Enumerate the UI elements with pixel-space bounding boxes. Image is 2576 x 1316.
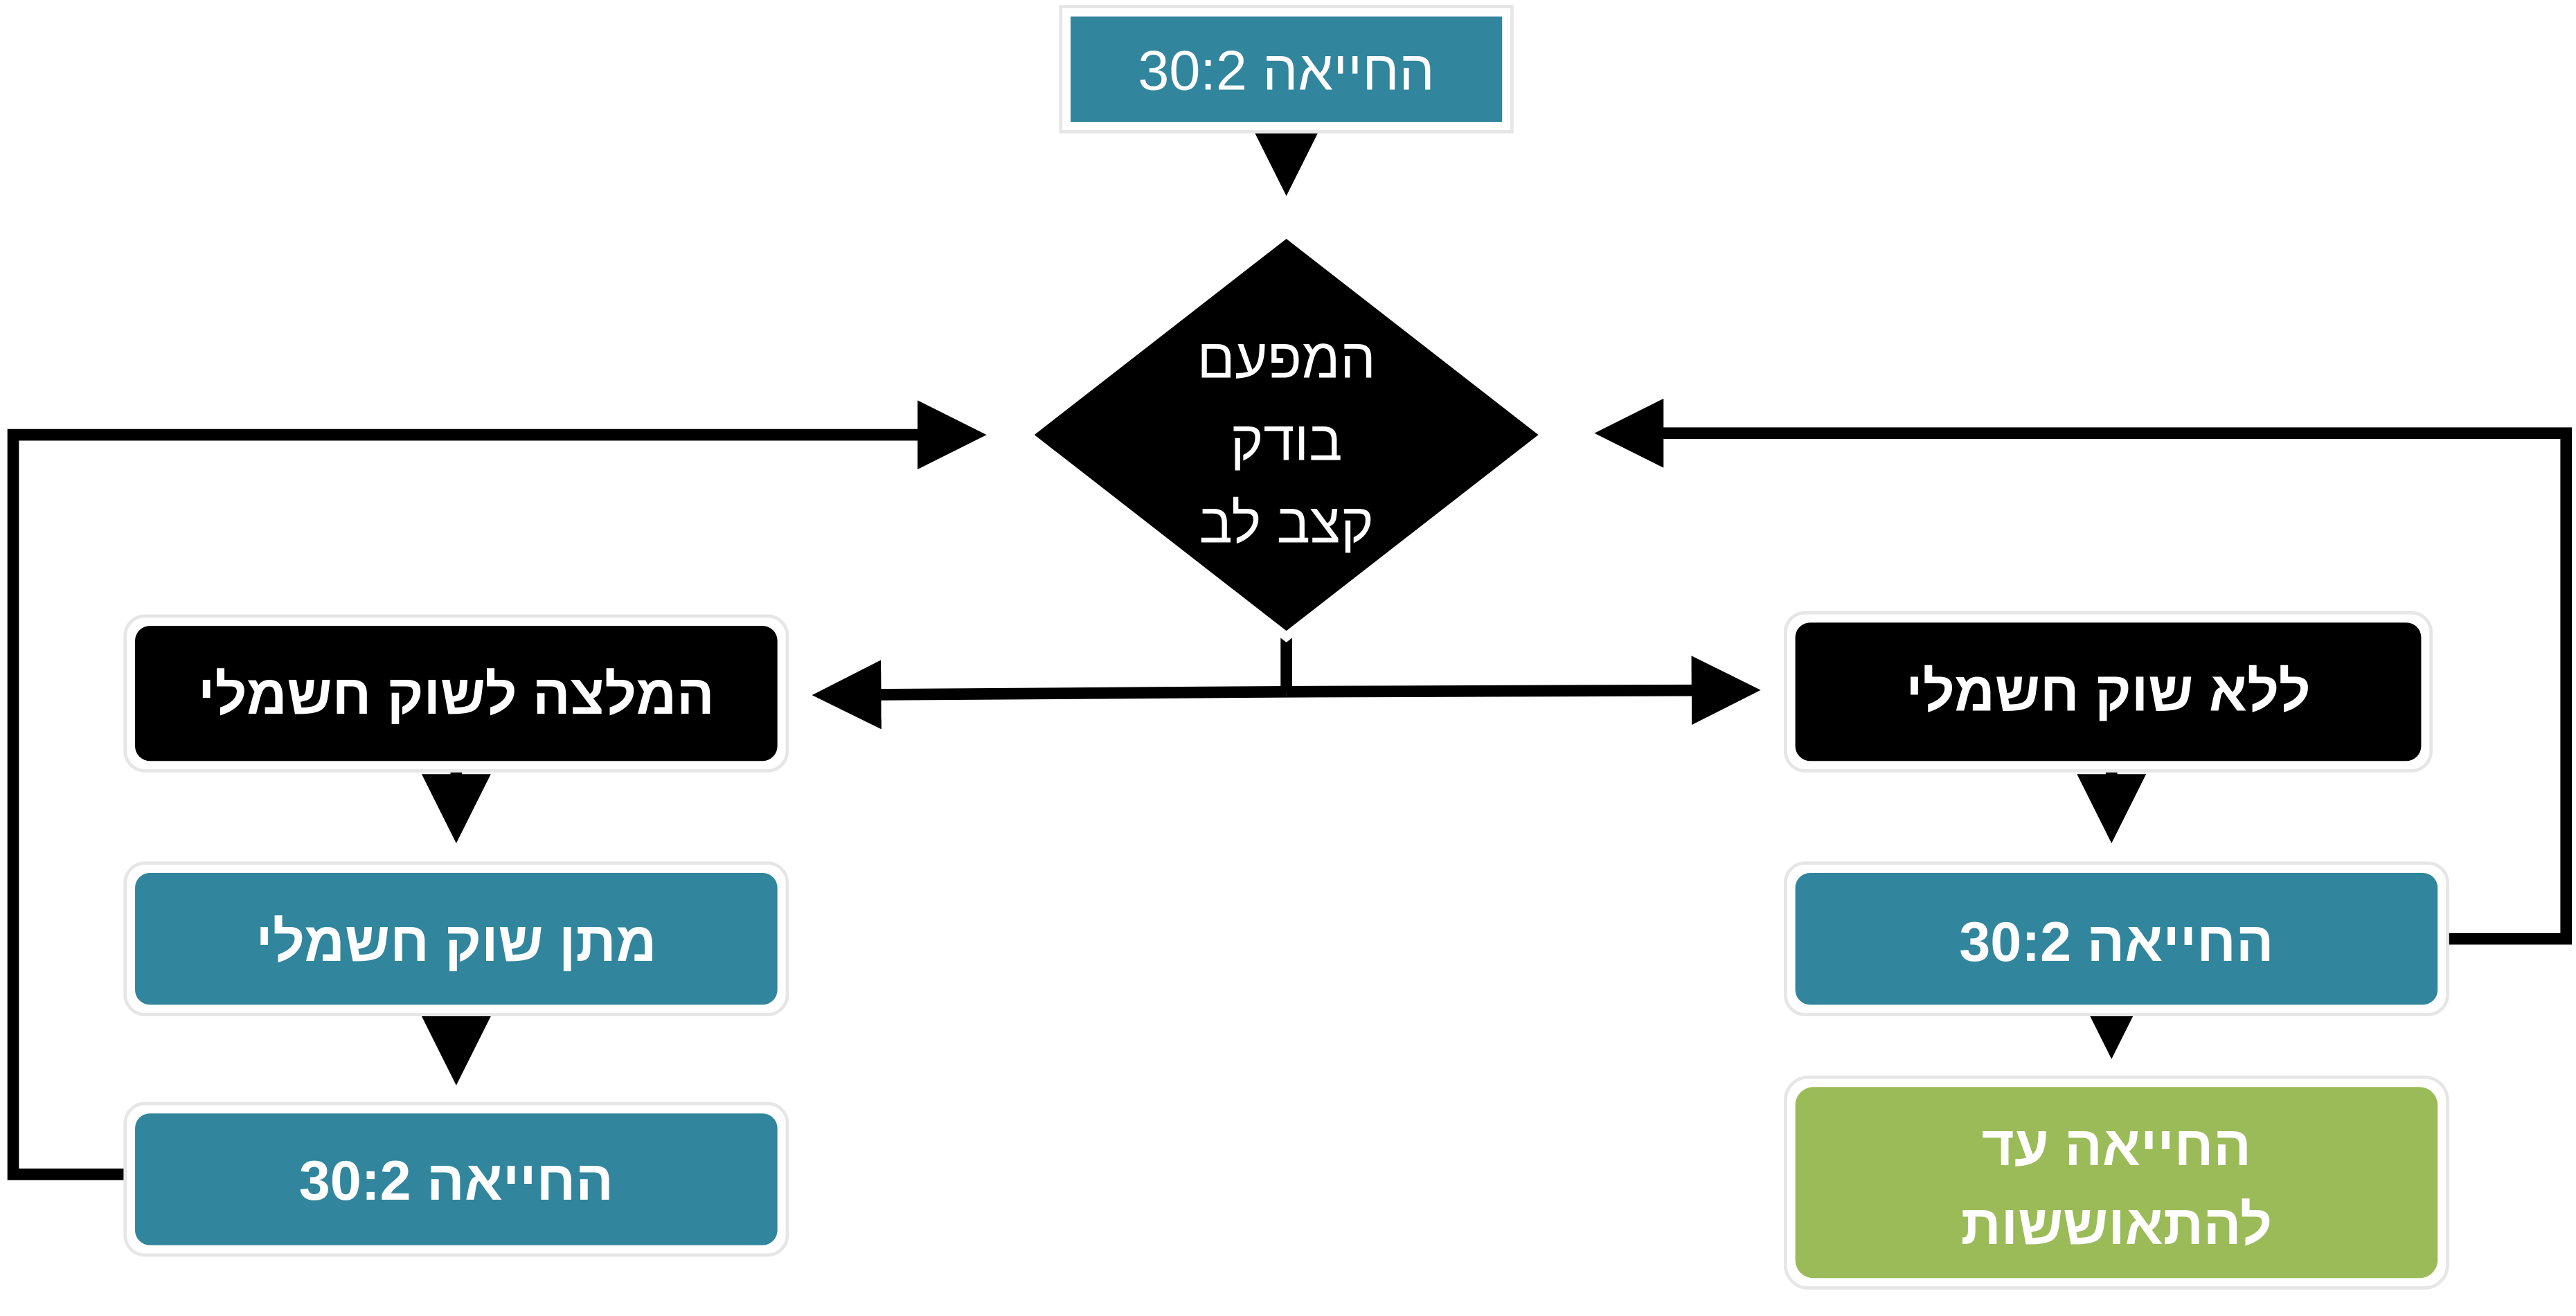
node-non-shockable-label: ללא שוק חשמלי (1906, 660, 2310, 723)
arrow-to-non-shockable (1286, 656, 1761, 725)
loop-left-back-to-decision (7, 400, 987, 1180)
node-cpr-left: החייאה 30:2 (123, 1101, 789, 1257)
node-non-shockable: ללא שוק חשמלי (1783, 611, 2433, 773)
connectors (7, 127, 2573, 1180)
node-start: החייאה 30:2 (1059, 5, 1514, 134)
loop-right-back-to-decision (1594, 398, 2573, 945)
decision-line-2: בודק (1231, 411, 1343, 473)
node-until-recovery: החייאה עד להתאוששות (1783, 1075, 2449, 1290)
decision-line-1: המפעם (1197, 328, 1376, 390)
node-start-label: החייאה 30:2 (1138, 39, 1434, 102)
node-cpr-right-label: החייאה 30:2 (1959, 911, 2273, 973)
node-shockable: המלצה לשוק חשמלי (123, 614, 789, 773)
node-decision: המפעם בודק קצב לב (1017, 227, 1555, 642)
node-cpr-left-label: החייאה 30:2 (299, 1150, 614, 1212)
node-cpr-right: החייאה 30:2 (1783, 861, 2449, 1016)
arrow-to-shockable (812, 660, 1287, 730)
node-give-shock-label: מתן שוק חשמלי (256, 911, 656, 973)
recovery-line-1: החייאה עד (1982, 1115, 2251, 1178)
decision-line-3: קצב לב (1199, 493, 1374, 555)
node-give-shock: מתן שוק חשמלי (123, 861, 789, 1016)
recovery-line-2: להתאוששות (1961, 1194, 2273, 1256)
node-shockable-label: המלצה לשוק חשמלי (198, 664, 715, 726)
